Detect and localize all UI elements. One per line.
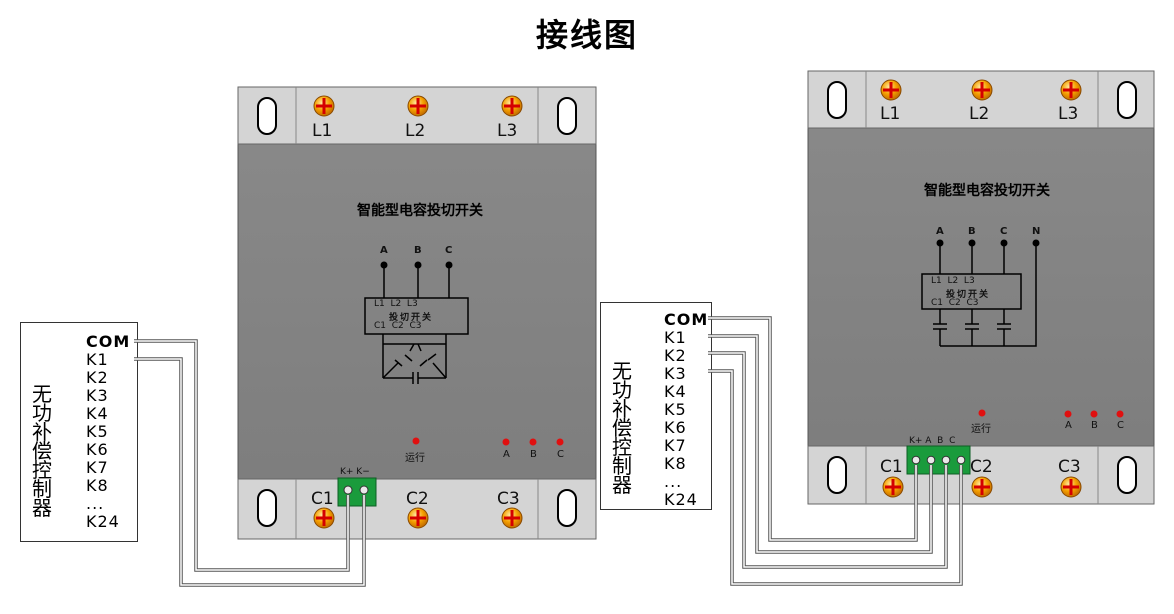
top-terminal-label-l3: L3 [497,121,518,141]
wiring-right [708,316,963,586]
bottom-terminal-label-c2: C2 [970,457,993,477]
device-name-right: 智能型电容投切开关 [924,183,1050,199]
terminal-k5: K5 [86,422,109,441]
controller-terminal-list-left: COM K1 K2 K3 K4 K5 K6 K7 K8 ... K24 [86,333,130,531]
terminal-screw-icon [880,79,902,101]
terminal-k24: K24 [664,490,698,509]
phase-label-a: A [936,226,944,237]
terminal-screw-icon [407,95,429,117]
connector-label: K+ A B C [909,436,956,446]
terminal-k4: K4 [664,382,687,401]
terminal-screw-icon [882,476,904,498]
terminal-com: COM [664,310,709,329]
switch-line-bottom: C1 C2 C3 [931,298,979,308]
indicator-label-run: 运行 [971,424,991,435]
terminal-k3: K3 [86,386,109,405]
top-terminal-label-l2: L2 [969,104,990,124]
indicator-label-a: A [503,449,510,460]
terminal-k8: K8 [86,476,109,495]
terminal-screw-icon [407,507,429,529]
terminal-com: COM [86,332,131,351]
terminal-screw-icon [313,95,335,117]
phase-label-c: C [445,245,453,256]
terminal-screw-icon [313,507,335,529]
mounting-slot-icon [827,81,847,119]
switch-line-bottom: C1 C2 C3 [374,321,422,331]
bottom-terminal-label-c1: C1 [880,457,903,477]
terminal-ellipsis: ... [664,472,683,491]
mounting-slot-icon [1117,456,1137,494]
terminal-k3: K3 [664,364,687,383]
page-title: 接线图 [535,16,638,54]
device-name-left: 智能型电容投切开关 [357,203,483,219]
phase-label-a: A [380,245,388,256]
top-terminal-label-l2: L2 [405,121,426,141]
switch-line-label: 投切开关 [946,290,991,300]
connector-label: K+ K− [340,467,370,477]
switch-line-label: 投切开关 [389,313,434,323]
terminal-k8: K8 [664,454,687,473]
switch-line-top: L1 L2 L3 [374,299,418,309]
terminal-k2: K2 [86,368,109,387]
switch-line-top: L1 L2 L3 [931,276,975,286]
bottom-terminal-label-c3: C3 [497,489,520,509]
controller-name-right: 无功补偿控制器 [612,359,632,497]
top-terminal-label-l3: L3 [1058,104,1079,124]
phase-label-c: C [1000,226,1008,237]
bottom-terminal-label-c1: C1 [311,489,334,509]
bottom-terminal-label-c3: C3 [1058,457,1081,477]
terminal-k2: K2 [664,346,687,365]
terminal-k4: K4 [86,404,109,423]
indicator-label-run: 运行 [405,453,425,464]
terminal-ellipsis: ... [86,494,105,513]
terminal-screw-icon [501,95,523,117]
phase-label-n: N [1032,226,1041,237]
indicator-label-a: A [1065,420,1072,431]
mounting-slot-icon [1117,81,1137,119]
terminal-screw-icon [501,507,523,529]
mounting-slot-icon [827,456,847,494]
terminal-k6: K6 [86,440,109,459]
terminal-screw-icon [971,79,993,101]
indicator-label-c: C [557,449,564,460]
top-terminal-label-l1: L1 [312,121,333,141]
controller-box-right [600,302,712,510]
mounting-slot-icon [257,97,277,135]
mounting-slot-icon [557,97,577,135]
phase-label-b: B [968,226,976,237]
terminal-screw-icon [971,476,993,498]
phase-label-b: B [414,245,422,256]
capacitor-switch-device-right [807,70,1155,505]
terminal-k6: K6 [664,418,687,437]
controller-name-left: 无功补偿控制器 [32,382,52,520]
terminal-k1: K1 [86,350,109,369]
wiring-left [134,339,366,587]
indicator-label-c: C [1117,420,1124,431]
terminal-k7: K7 [664,436,687,455]
terminal-screw-icon [1060,476,1082,498]
capacitor-switch-device-left [237,86,597,540]
mounting-slot-icon [557,489,577,527]
mounting-slot-icon [257,489,277,527]
terminal-k5: K5 [664,400,687,419]
bottom-terminal-label-c2: C2 [406,489,429,509]
terminal-k7: K7 [86,458,109,477]
terminal-screw-icon [1060,79,1082,101]
top-terminal-label-l1: L1 [880,104,901,124]
controller-box-left [20,322,138,542]
indicator-label-b: B [530,449,537,460]
terminal-k24: K24 [86,512,120,531]
controller-terminal-list-right: COM K1 K2 K3 K4 K5 K6 K7 K8 ... K24 [664,311,708,509]
indicator-label-b: B [1091,420,1098,431]
terminal-k1: K1 [664,328,687,347]
